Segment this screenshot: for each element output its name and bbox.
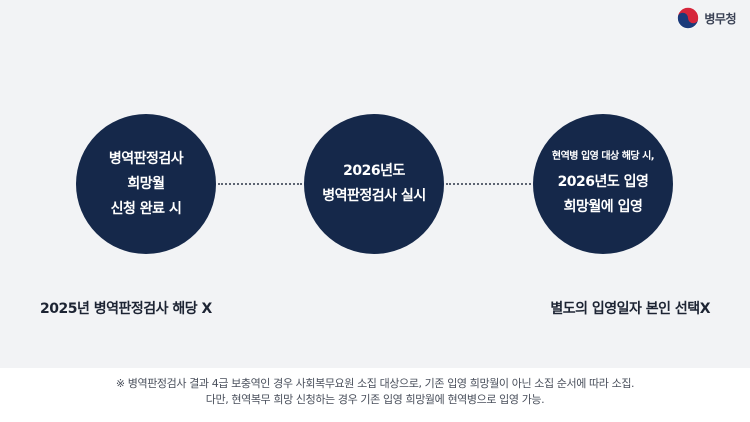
step-3-line-2: 희망월에 입영	[563, 199, 643, 215]
footnote: ※ 병역판정검사 결과 4급 보충역인 경우 사회복무요원 소집 대상으로, 기…	[0, 376, 750, 408]
main-panel: 병무청 병역판정검사 희망월 신청 완료 시 2026년도 병역판정검사 실시 …	[0, 0, 750, 368]
taegeuk-icon	[677, 7, 700, 29]
connector-2	[446, 183, 531, 185]
note-right: 별도의 입영일자 본인 선택X	[550, 301, 710, 317]
step-2-circle: 2026년도 병역판정검사 실시	[304, 114, 444, 254]
step-1-line-2: 희망월	[127, 175, 165, 192]
step-1-circle: 병역판정검사 희망월 신청 완료 시	[76, 114, 216, 254]
step-1-line-1: 병역판정검사	[108, 150, 184, 167]
footnote-line-1: ※ 병역판정검사 결과 4급 보충역인 경우 사회복무요원 소집 대상으로, 기…	[115, 377, 635, 390]
step-3-circle: 현역병 입영 대상 해당 시, 2026년도 입영 희망월에 입영	[533, 114, 673, 254]
step-3-caption: 현역병 입영 대상 해당 시,	[551, 151, 655, 162]
step-3-line-1: 2026년도 입영	[557, 174, 649, 190]
brand-name: 병무청	[704, 11, 736, 26]
brand-logo: 병무청	[677, 7, 736, 29]
step-1-line-3: 신청 완료 시	[110, 200, 182, 217]
footnote-line-2: 다만, 현역복무 희망 신청하는 경우 기존 입영 희망월에 현역병으로 입영 …	[205, 393, 545, 406]
step-2-line-1: 2026년도	[343, 163, 405, 179]
step-2-line-2: 병역판정검사 실시	[322, 188, 426, 204]
note-left: 2025년 병역판정검사 해당 X	[40, 301, 212, 317]
connector-1	[218, 183, 302, 185]
